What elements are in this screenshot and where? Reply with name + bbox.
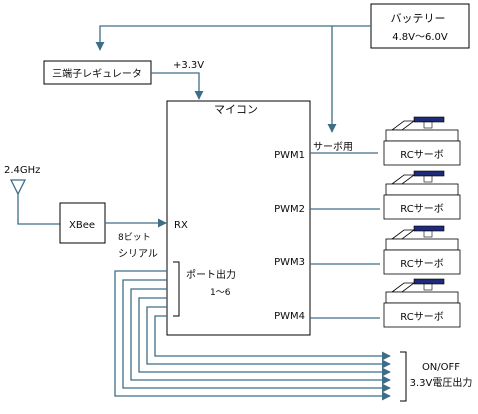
serial-label-line1: 8ビット	[118, 232, 151, 243]
mcu-pwm4-label: PWM4	[274, 311, 305, 322]
battery-to-regulator-wire	[95, 25, 371, 51]
regulator-output-label: +3.3V	[173, 60, 204, 71]
servo-2-label: RCサーボ	[400, 203, 443, 215]
battery-voltage: 4.8V〜6.0V	[392, 32, 448, 43]
xbee-box	[59, 202, 106, 244]
port-output-wire-6	[154, 315, 391, 361]
port-output-wire-4	[138, 297, 391, 377]
servo-1-label: RCサーボ	[400, 149, 443, 161]
mcu-pwm3-label: PWM3	[274, 257, 305, 268]
rc-servo-1: RCサーボ	[383, 116, 461, 166]
serial-label-line2: シリアル	[118, 249, 158, 260]
rc-servo-2: RCサーボ	[383, 170, 461, 220]
output-label-line1: ON/OFF	[422, 362, 460, 373]
rc-servo-4: RCサーボ	[383, 278, 461, 328]
rc-servo-3: RCサーボ	[383, 225, 461, 275]
servo-4-label: RCサーボ	[400, 311, 443, 323]
port-output-wire-2	[122, 279, 391, 393]
servo-3-label: RCサーボ	[400, 258, 443, 270]
port-output-wire-3	[130, 288, 391, 385]
antenna-frequency: 2.4GHz	[4, 165, 40, 176]
servo-supply-label: サーボ用	[313, 141, 353, 153]
regulator-label: 三端子レギュレータ	[52, 67, 142, 80]
port-output-bracket	[173, 261, 180, 317]
port-output-wire-5	[146, 306, 391, 369]
port-output-wire-1	[114, 270, 391, 401]
mcu-label: マイコン	[214, 103, 258, 116]
mcu-pwm2-label: PWM2	[274, 204, 305, 215]
port-output-label: ポート出力	[186, 268, 236, 281]
xbee-label: XBee	[69, 220, 95, 231]
mcu-box	[166, 100, 311, 336]
antenna-icon	[9, 179, 60, 225]
output-bracket	[400, 351, 407, 402]
regulator-to-mcu-wire	[151, 72, 204, 100]
mcu-rx-label: RX	[174, 220, 188, 231]
mcu-pwm1-label: PWM1	[274, 150, 305, 161]
port-output-range: 1〜6	[210, 288, 231, 298]
output-label-line2: 3.3V電圧出力	[410, 376, 473, 389]
battery-title: バッテリー	[391, 12, 446, 25]
battery-box	[370, 3, 470, 49]
